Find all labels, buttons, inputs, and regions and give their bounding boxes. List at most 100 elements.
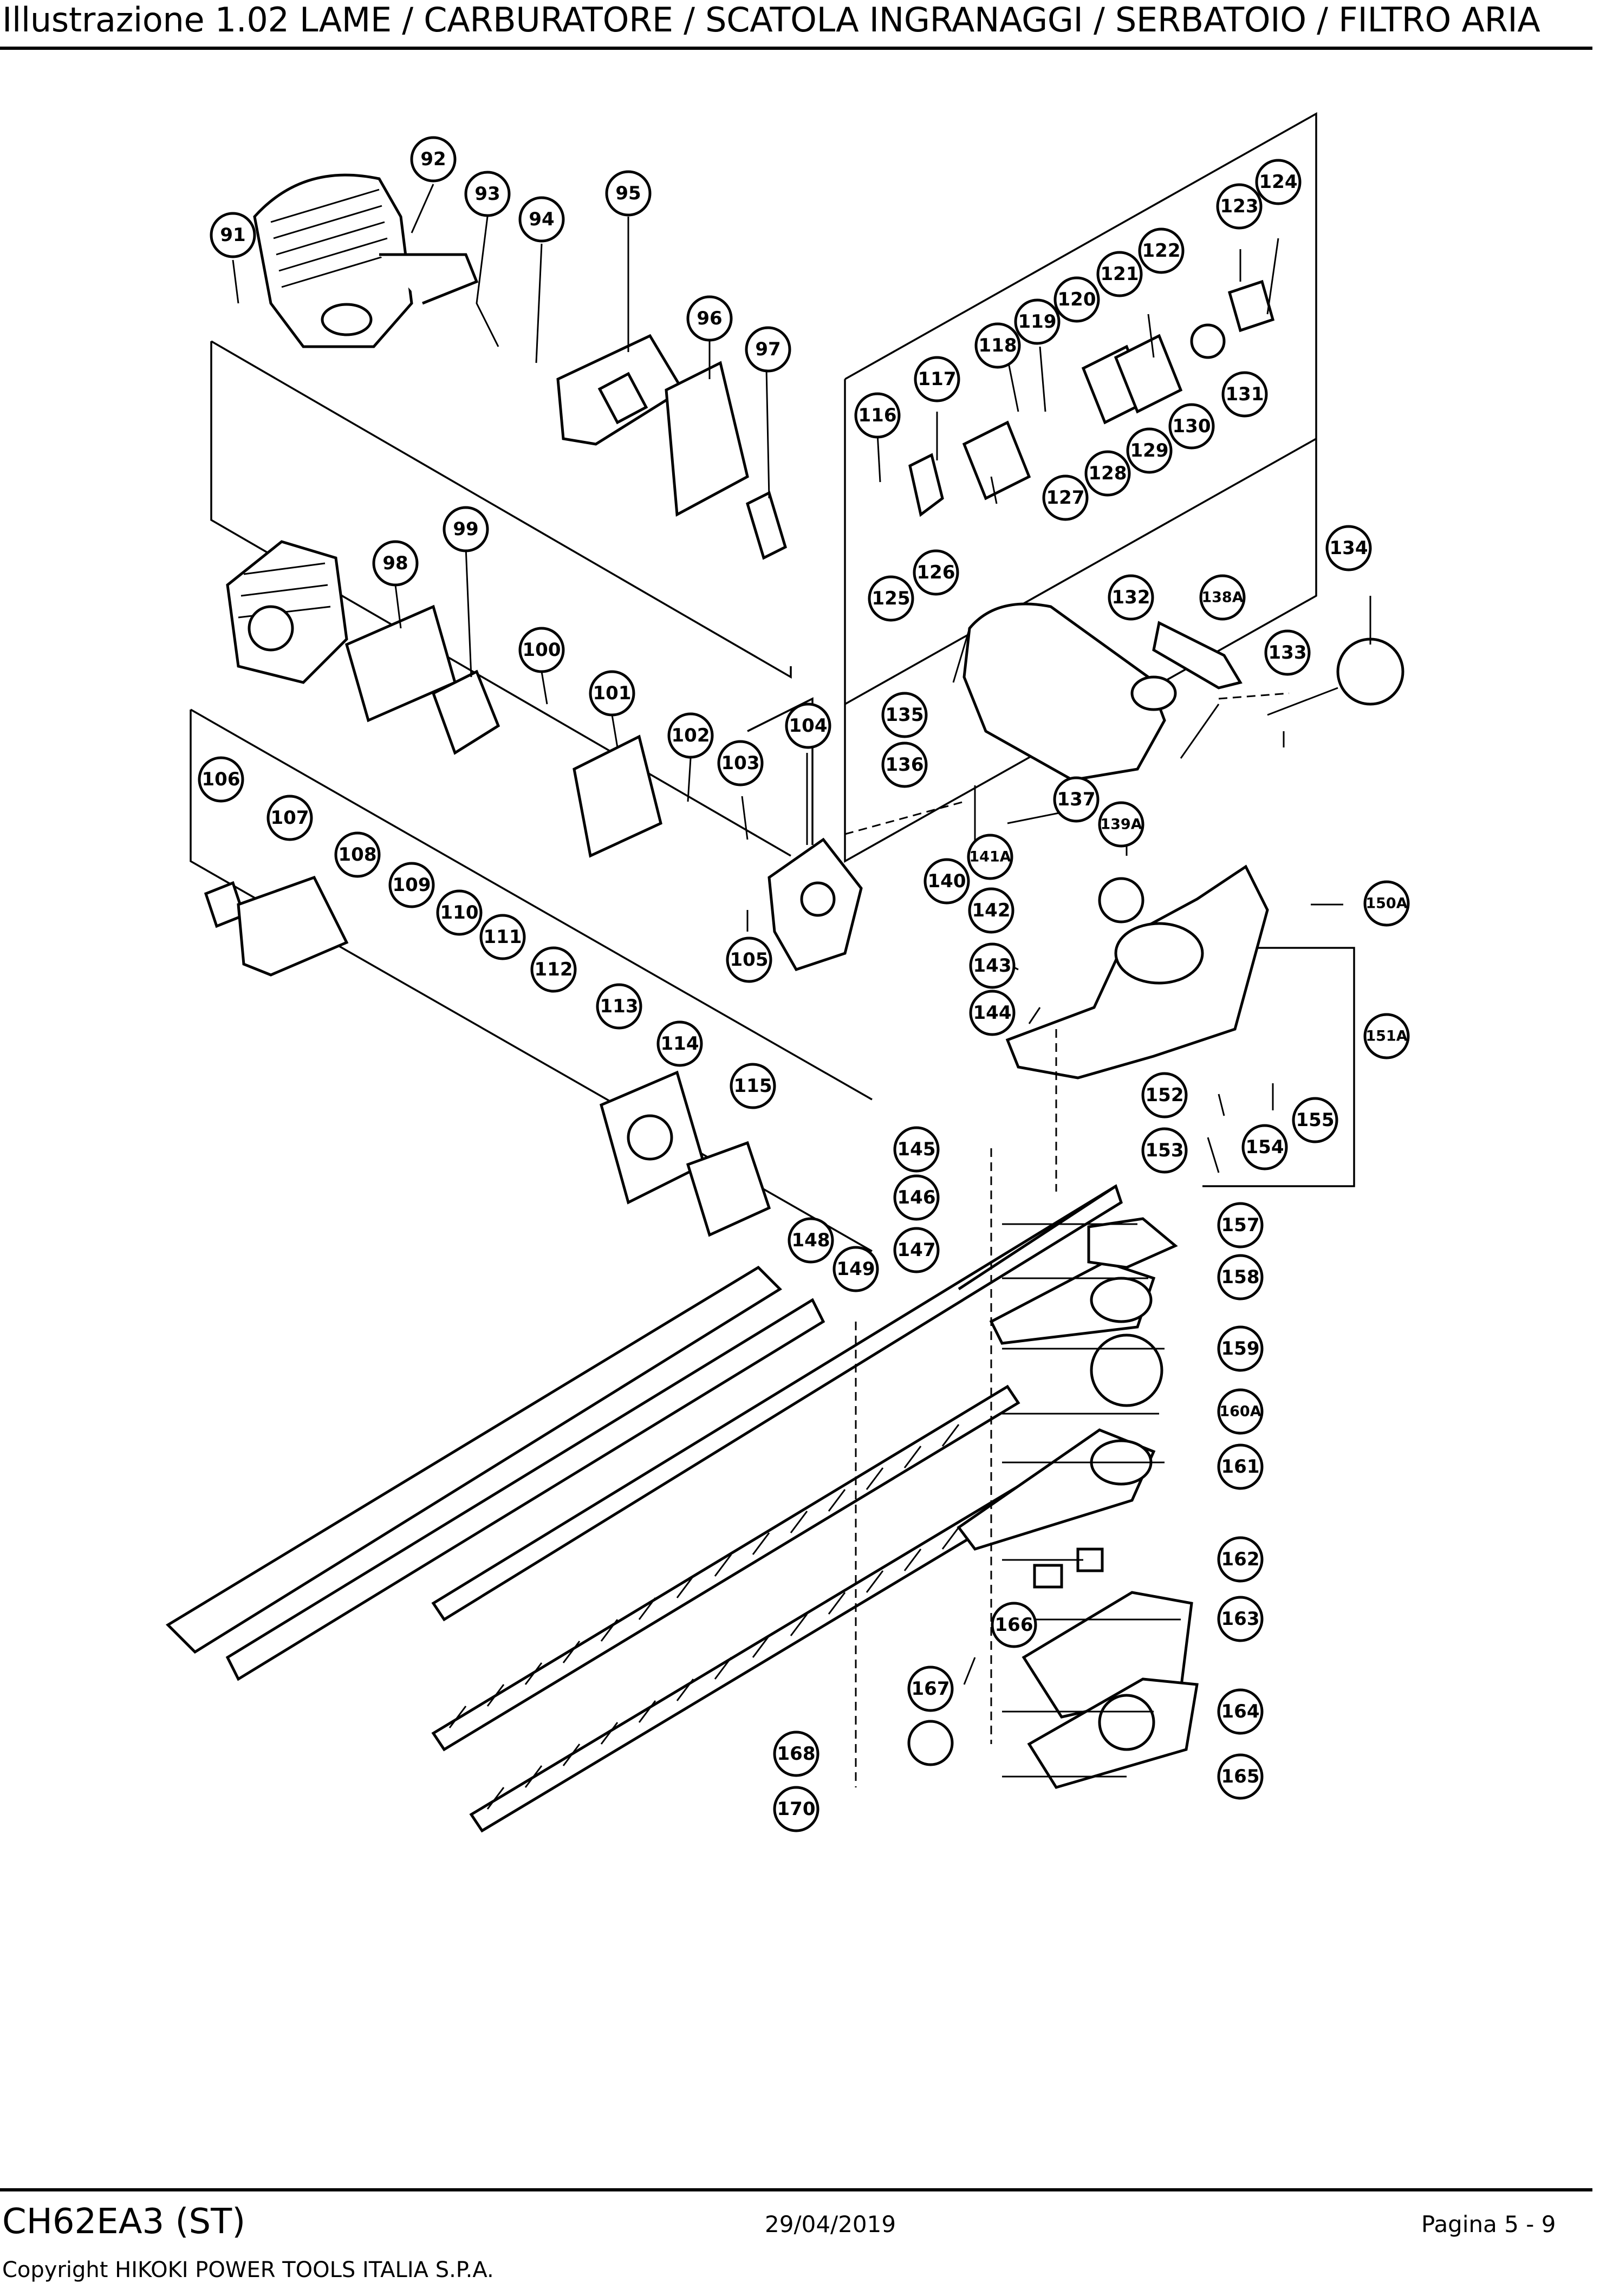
callout-label: 137 [1057, 789, 1096, 810]
callout-157: 157 [1217, 1202, 1264, 1248]
callout-95: 95 [605, 170, 652, 217]
callout-141a: 141A [967, 834, 1013, 880]
callout-label: 118 [979, 335, 1017, 356]
callout-168: 170 [773, 1786, 819, 1832]
callout-96: 96 [686, 295, 733, 342]
callout-label: 142 [972, 900, 1011, 921]
callout-135: 135 [881, 692, 928, 738]
callout-label: 103 [721, 752, 760, 774]
copyright-notice: Copyright HIKOKI POWER TOOLS ITALIA S.P.… [2, 2258, 494, 2282]
callout-130: 130 [1168, 403, 1215, 450]
callout-160a: 160A [1217, 1388, 1264, 1435]
callout-105: 105 [726, 936, 772, 983]
callout-label: 140 [928, 870, 966, 892]
callout-label: 128 [1089, 463, 1127, 484]
callout-121: 121 [1096, 251, 1143, 297]
header-divider [0, 47, 1592, 50]
callout-169 [907, 1720, 954, 1766]
callout-label: 147 [897, 1239, 936, 1261]
callout-label: 162 [1221, 1549, 1260, 1570]
callout-label: 96 [697, 308, 722, 329]
callout-144: 144 [969, 990, 1016, 1036]
slide-blocks [1033, 1547, 1104, 1589]
callout-label: 105 [730, 949, 769, 971]
blade-bar [431, 1184, 1123, 1622]
insulator-gaskets [344, 604, 500, 755]
blade-covers [165, 1265, 825, 1681]
callout-136: 136 [881, 742, 928, 788]
callout-label: 145 [897, 1139, 936, 1160]
callout-161: 161 [1217, 1443, 1264, 1490]
callout-label: 138A [1201, 589, 1243, 606]
callout-label: 109 [393, 874, 431, 896]
callout-label: 134 [1330, 537, 1368, 559]
callout-107: 107 [266, 795, 313, 841]
callout-label: 114 [661, 1033, 699, 1055]
assembly-axes [844, 692, 1290, 1787]
footer-divider [0, 2188, 1592, 2191]
callout-104: 104 [785, 703, 831, 749]
callout-label: 121 [1101, 263, 1139, 285]
callout-label: 143 [973, 955, 1012, 977]
callout-label: 94 [529, 209, 554, 230]
callout-166: 166 [991, 1602, 1037, 1648]
callout-92: 92 [410, 136, 457, 183]
callout-152: 152 [1141, 1072, 1188, 1118]
callout-label: 113 [600, 996, 639, 1017]
callout-label: 95 [615, 183, 641, 204]
callout-label: 126 [917, 562, 955, 583]
callout-150a: 150A [1363, 880, 1410, 927]
callout-label: 148 [792, 1230, 830, 1251]
carb-gasket [573, 734, 662, 858]
callout-label: 98 [382, 552, 408, 574]
callout-label: 164 [1221, 1701, 1260, 1722]
callout-label: 144 [973, 1002, 1012, 1024]
gear-case [1005, 864, 1269, 1079]
callout-138a: 138A [1199, 574, 1246, 621]
callout-162: 162 [1217, 1536, 1264, 1583]
callout-label: 159 [1221, 1338, 1260, 1360]
callout-115: 115 [730, 1063, 776, 1109]
exploded-parts-diagram: 91 92 93 94 95 96 97 98 99 100 101 102 1… [165, 112, 1410, 1833]
callout-109: 109 [388, 862, 435, 908]
callout-131: 131 [1221, 371, 1268, 418]
exhaust-gasket [746, 491, 787, 560]
callout-123: 123 [1216, 183, 1263, 230]
fuel-tank [962, 602, 1177, 782]
cylinder-cover [253, 173, 479, 348]
callout-111: 111 [479, 914, 526, 960]
callout-label: 149 [837, 1258, 875, 1280]
callout-label: 108 [339, 844, 377, 866]
callout-133: 133 [1264, 629, 1311, 676]
callout-100: 100 [518, 627, 565, 673]
document-date: 29/04/2019 [765, 2211, 896, 2238]
callout-124: 124 [1255, 159, 1302, 205]
callout-113: 113 [596, 983, 642, 1030]
callout-132: 132 [1108, 574, 1154, 621]
callout-label: 158 [1221, 1266, 1260, 1288]
callout-label: 91 [220, 224, 245, 246]
callout-label: 151A [1365, 1028, 1407, 1045]
callout-label: 123 [1220, 196, 1259, 217]
callout-label: 125 [872, 588, 910, 609]
hedge-blades [431, 1384, 1053, 1833]
callout-label: 122 [1142, 240, 1181, 262]
callout-149: 149 [832, 1246, 879, 1292]
callout-129: 129 [1126, 427, 1173, 474]
callout-label: 130 [1173, 415, 1211, 437]
callout-102: 102 [667, 712, 714, 759]
callout-label: 120 [1058, 289, 1096, 310]
callout-108: 108 [334, 831, 381, 878]
callout-147: 147 [893, 1227, 940, 1273]
callout-label: 166 [995, 1614, 1033, 1636]
callout-label: 129 [1130, 440, 1169, 461]
callout-label: 115 [734, 1075, 772, 1097]
callout-120: 120 [1053, 276, 1100, 323]
callout-106: 106 [198, 756, 244, 803]
carburetor [768, 837, 863, 972]
gear-cover [1022, 1591, 1199, 1789]
callout-114: 114 [656, 1020, 703, 1067]
callout-99: 99 [443, 506, 489, 552]
callout-140: 140 [923, 858, 970, 905]
callout-label: 100 [523, 639, 561, 661]
